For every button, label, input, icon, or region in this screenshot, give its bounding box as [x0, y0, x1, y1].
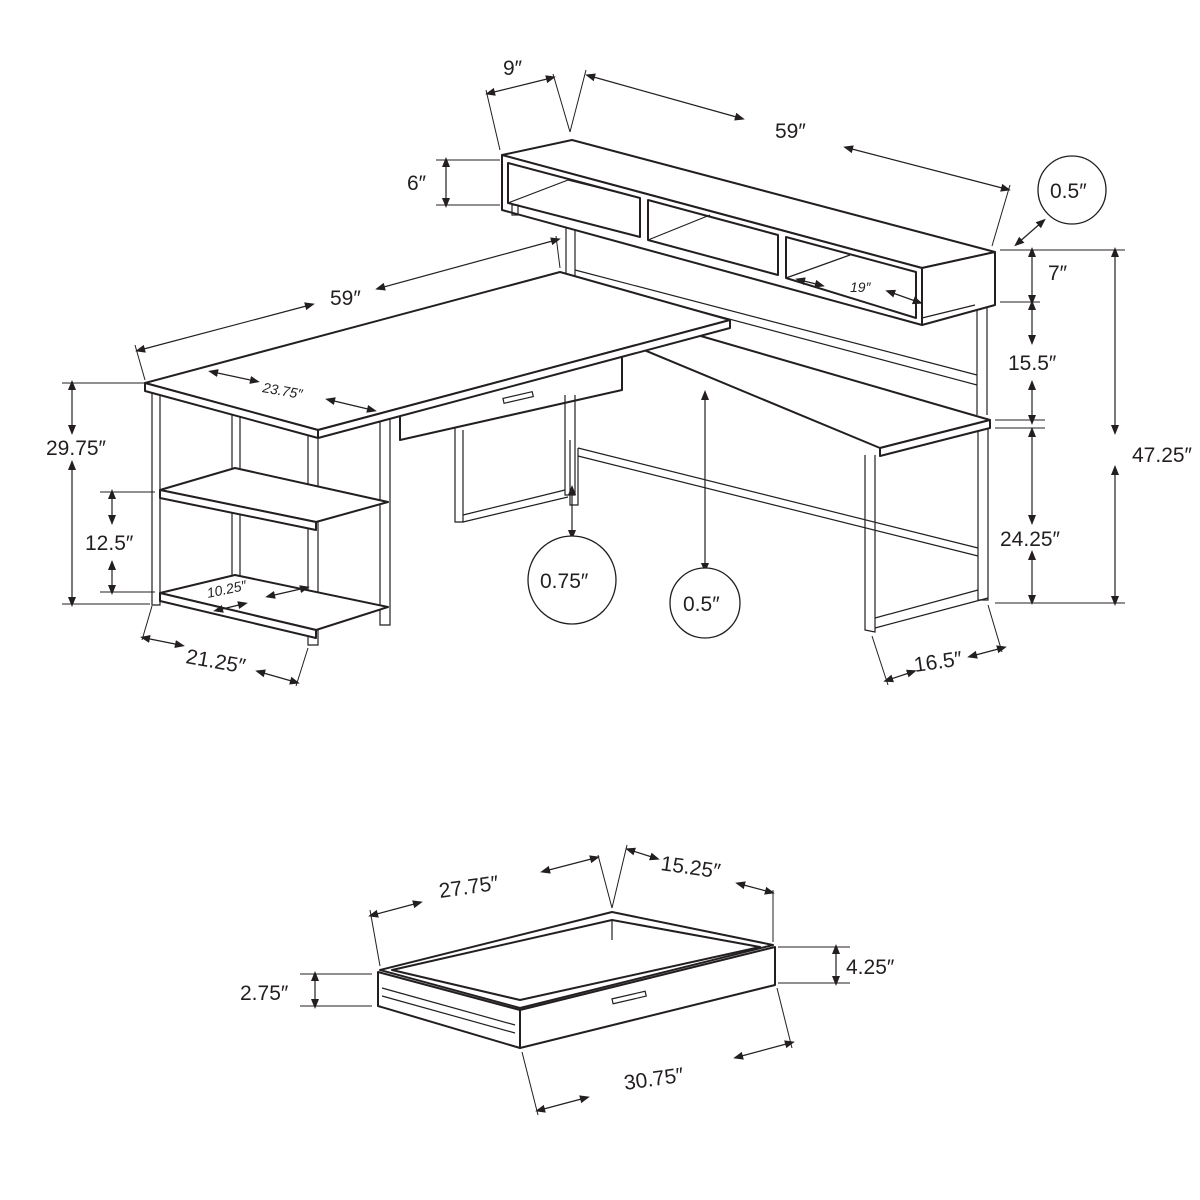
label-desk-width: 59″: [330, 287, 361, 310]
drawer-drawing: 27.75″ 15.25″ 4.25″ 2.75″ 30.75″: [240, 844, 895, 1116]
label-return-depth: 23.75″: [260, 379, 304, 402]
drawer-dimension-lines: [300, 844, 850, 1116]
drawer-handle: [502, 390, 535, 405]
label-side-width: 21.25″: [184, 645, 248, 678]
label-under-desk-height: 24.25″: [1000, 528, 1061, 551]
label-hutch-shelf-height: 7″: [1048, 262, 1068, 285]
label-hutch-width: 59″: [775, 120, 806, 143]
callout-hutch-thickness: [1037, 155, 1107, 225]
center-leg: [454, 428, 464, 523]
right-desktop-edge: [879, 419, 991, 457]
label-desk-height: 29.75″: [46, 437, 107, 460]
label-hutch-panel-thickness: 0.5″: [1050, 180, 1087, 203]
label-drawer-depth: 15.25″: [659, 852, 722, 883]
label-drawer-inner-width: 27.75″: [437, 872, 500, 903]
callout-return-thickness: [669, 567, 741, 639]
dimension-lines: [62, 69, 1125, 687]
label-drawer-height: 4.25″: [846, 956, 895, 979]
label-cubby-width: 19″: [850, 279, 872, 295]
label-hutch-depth: 9″: [503, 57, 523, 80]
label-top-thickness: 0.75″: [540, 570, 589, 593]
label-shelf-spacing: 12.5″: [85, 532, 134, 555]
label-total-height: 47.25″: [1132, 444, 1193, 467]
label-drawer-width: 30.75″: [622, 1064, 685, 1095]
right-desktop: [619, 329, 991, 449]
drawer-front-handle: [611, 990, 647, 1005]
label-return-thickness: 0.5″: [683, 593, 720, 616]
label-hutch-clearance: 15.5″: [1008, 352, 1057, 375]
label-drawer-inner-height: 2.75″: [240, 982, 289, 1005]
l-desk-drawing: 9″ 59″ 6″ 0.5″ 7″ 19″ 59″ 15.5″ 47.25″ 2…: [46, 57, 1193, 687]
label-hutch-height: 6″: [407, 172, 427, 195]
drawer-front: [519, 946, 776, 1049]
callout-top-thickness: [527, 535, 617, 625]
left-shelf-unit: [151, 390, 391, 646]
label-main-depth: 16.5″: [912, 647, 964, 677]
